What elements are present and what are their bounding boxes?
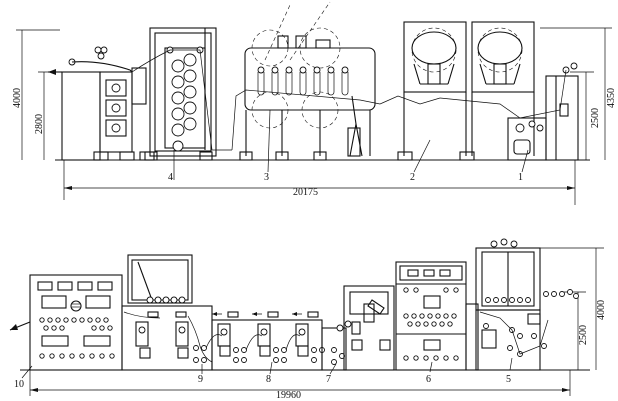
- callout-10: 10: [14, 379, 24, 390]
- top-dim-2800-label: 2800: [34, 114, 45, 134]
- callout-7: 7: [326, 374, 331, 385]
- cabinet-6-buttons: [403, 287, 459, 361]
- callout-5: 5: [506, 374, 511, 385]
- feed-table: [61, 71, 101, 161]
- top-machine: 4000 2800 4350 2500 20175: [12, 1, 617, 205]
- bottom-unit-9: 9: [121, 254, 213, 385]
- top-unit-feed: [48, 46, 155, 161]
- callout-3-leader: [267, 109, 271, 173]
- top-unit-4-frame: 4: [131, 27, 232, 183]
- callout-1: 1: [518, 172, 523, 183]
- top-dim-arrow-l: [64, 186, 72, 190]
- callout-7-leader: [329, 363, 337, 375]
- callout-2: 2: [410, 172, 415, 183]
- callout-3: 3: [264, 172, 269, 183]
- callout-9: 9: [198, 374, 203, 385]
- top-dim-4350-label: 4350: [606, 88, 617, 108]
- callout-2-leader: [413, 139, 431, 173]
- festoon-loops: [257, 72, 349, 96]
- feed-arrow: [48, 69, 56, 75]
- bot-dim-4000-label: 4000: [596, 300, 607, 320]
- callout-8: 8: [266, 374, 271, 385]
- tank-frame-b: [471, 21, 535, 93]
- unit-8-rollers: [233, 347, 325, 363]
- bottom-unit-10-panel: 10: [9, 274, 123, 390]
- top-dim-2500-label: 2500: [590, 108, 601, 128]
- callout-4: 4: [168, 172, 173, 183]
- top-unit-1-takeup: 1: [439, 62, 579, 183]
- callout-6-leader: [429, 361, 433, 373]
- bot-dim-19960-label: 19960: [276, 390, 301, 401]
- steamer-box: [244, 47, 376, 111]
- top-dim-20175-label: 20175: [293, 187, 318, 198]
- callout-6: 6: [426, 374, 431, 385]
- callout-8-leader: [269, 361, 273, 375]
- unit4-outer: [149, 27, 217, 157]
- tank-frame-a: [403, 21, 467, 93]
- callout-5-leader: [509, 357, 513, 371]
- panel-10-buttons: [39, 317, 115, 359]
- bottom-unit-8: 8: [205, 311, 325, 385]
- top-dim-arrow-r: [567, 186, 575, 190]
- bottom-unit-6-cabinet: 6: [343, 261, 467, 385]
- bottom-machine: 4000 2500 19960: [9, 238, 607, 401]
- callout-10-leader: [21, 365, 33, 379]
- top-unit-2-tanks: 2: [379, 21, 535, 183]
- loop-frame-9: [127, 254, 193, 304]
- bot-dim-2500-label: 2500: [578, 325, 589, 345]
- top-unit-3-steamer: 3: [231, 1, 381, 183]
- callout-1-leader: [521, 149, 529, 173]
- feed-tower: [99, 71, 133, 153]
- bottom-unit-5-takeup: 5: [465, 238, 579, 385]
- bottom-unit-7: 7: [321, 320, 352, 385]
- top-dim-4000-label: 4000: [12, 88, 23, 108]
- frame-5-rollers: [483, 289, 579, 357]
